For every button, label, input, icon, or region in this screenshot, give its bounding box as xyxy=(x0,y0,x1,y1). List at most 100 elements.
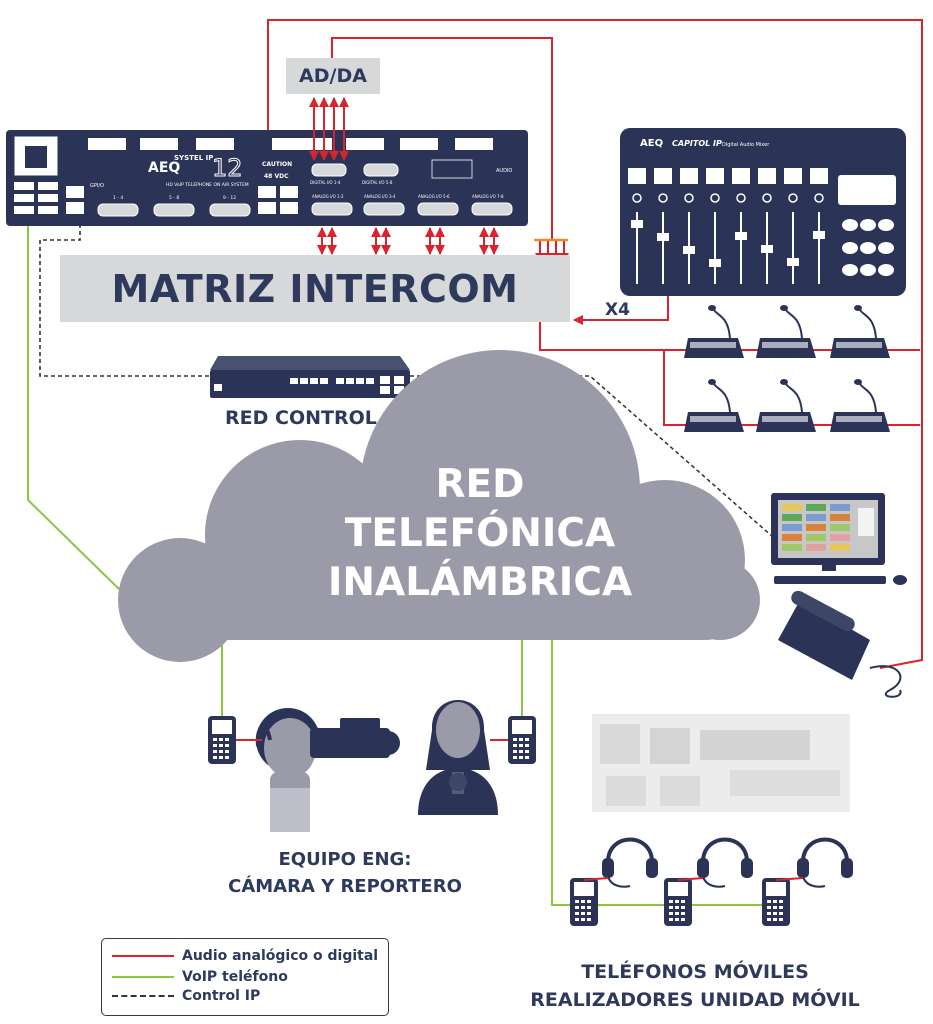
headset-mic xyxy=(702,875,726,888)
mixer-display xyxy=(810,168,828,184)
gooseneck-mic-icon xyxy=(785,309,803,339)
phone-key xyxy=(779,912,783,915)
mic-head-icon xyxy=(854,305,862,311)
gooseneck-mic-icon xyxy=(859,383,877,413)
phone-key xyxy=(767,918,771,921)
phone-key xyxy=(513,744,517,747)
phone-key xyxy=(581,918,585,921)
phone-key xyxy=(669,906,673,909)
phone-key xyxy=(513,738,517,741)
screen-tile xyxy=(782,524,802,531)
systel-brand: AEQ xyxy=(148,160,180,176)
analog-io-label-3: ANALOG I/O 5-6 xyxy=(418,194,450,199)
screen-tile xyxy=(830,504,850,511)
phone-key xyxy=(219,750,223,753)
phone-screen xyxy=(212,720,232,734)
adda-box: AD/DA xyxy=(286,58,380,94)
screen-tile xyxy=(830,524,850,531)
headset-ear-right xyxy=(841,858,853,878)
phone-key xyxy=(681,900,685,903)
systel-vdc: 48 VDC xyxy=(264,173,289,180)
audio-lines xyxy=(267,19,923,669)
fader-knob xyxy=(709,259,721,267)
phone-key xyxy=(587,912,591,915)
mobile-phone-icon xyxy=(208,716,236,764)
phone-key xyxy=(219,744,223,747)
phone-key xyxy=(525,738,529,741)
phone-key xyxy=(225,738,229,741)
screen-tile xyxy=(830,534,850,541)
mobile-phone-icon xyxy=(762,878,790,926)
mixer-display xyxy=(706,168,724,184)
phone-key xyxy=(575,906,579,909)
port-label-2: 5 - 8 xyxy=(169,195,179,201)
gooseneck-mic-icon xyxy=(859,309,877,339)
mobile-phone-icon xyxy=(508,716,536,764)
phone-screen xyxy=(766,882,786,896)
mobile-phones xyxy=(208,716,790,926)
phone-key xyxy=(767,912,771,915)
mixer-display xyxy=(784,168,802,184)
phone-key xyxy=(681,918,685,921)
mixer-knob-icon xyxy=(814,193,824,203)
phone-key xyxy=(669,918,673,921)
legend-label-audio: Audio analógico o digital xyxy=(182,948,379,964)
phone-key xyxy=(675,912,679,915)
phone-screen xyxy=(574,882,594,896)
eng-line-1: EQUIPO ENG: xyxy=(278,849,412,870)
mic-head-icon xyxy=(854,379,862,385)
mic-head-icon xyxy=(708,305,716,311)
computer-workstation xyxy=(771,493,907,585)
phone-screen xyxy=(512,720,532,734)
phone-key xyxy=(587,906,591,909)
phone-key xyxy=(675,918,679,921)
headset-audio-link xyxy=(583,877,609,881)
mobile-phone-icon xyxy=(664,878,692,926)
cloud-line-2: TELEFÓNICA xyxy=(344,511,616,556)
phone-key xyxy=(773,900,777,903)
screen-tile xyxy=(782,544,802,551)
gooseneck-mic-icon xyxy=(785,383,803,413)
mixer-display xyxy=(628,168,646,184)
mixer-brand: AEQ xyxy=(640,138,663,149)
camera-operator xyxy=(255,708,400,832)
mixer-subtitle: Digital Audio Mixer xyxy=(722,142,770,148)
intercom-panel xyxy=(684,305,744,358)
screen-tile xyxy=(806,544,826,551)
port-label-1: 1 - 4 xyxy=(113,195,123,201)
headset-ear-right xyxy=(646,858,658,878)
mobile-unit-rack xyxy=(592,714,850,812)
phone-key xyxy=(675,900,679,903)
intercom-panel xyxy=(684,379,744,432)
mixer-knob-icon xyxy=(788,193,798,203)
intercom-panels xyxy=(684,305,890,432)
fader-knob xyxy=(787,258,799,266)
phone-key xyxy=(219,738,223,741)
analog-io-label-4: ANALOG I/O 7-8 xyxy=(472,194,504,199)
systel-number: 12 xyxy=(212,154,243,182)
moviles-line-2: REALIZADORES UNIDAD MÓVIL xyxy=(530,989,860,1011)
panel-keys xyxy=(836,416,882,422)
phone-key xyxy=(575,912,579,915)
phone-key xyxy=(513,756,517,759)
cloud-line-3: INALÁMBRICA xyxy=(327,560,633,605)
ethernet-ports xyxy=(14,182,298,214)
phone-key xyxy=(575,918,579,921)
phone-key xyxy=(581,906,585,909)
screen-tile xyxy=(806,534,826,541)
wireless-network-cloud xyxy=(118,350,760,662)
reporter xyxy=(418,700,498,815)
systel-caution: CAUTION xyxy=(262,161,292,168)
intercom-panel xyxy=(756,305,816,358)
db-connectors xyxy=(97,163,513,217)
phone-key xyxy=(779,918,783,921)
systel-gpio: GPI/O xyxy=(90,183,104,189)
phone-key xyxy=(581,900,585,903)
phone-key xyxy=(519,756,523,759)
legend-item-control: Control IP xyxy=(112,987,260,1005)
headset-icon xyxy=(775,837,853,888)
phone-key xyxy=(681,906,685,909)
mixer-display xyxy=(732,168,750,184)
phone-key xyxy=(675,906,679,909)
